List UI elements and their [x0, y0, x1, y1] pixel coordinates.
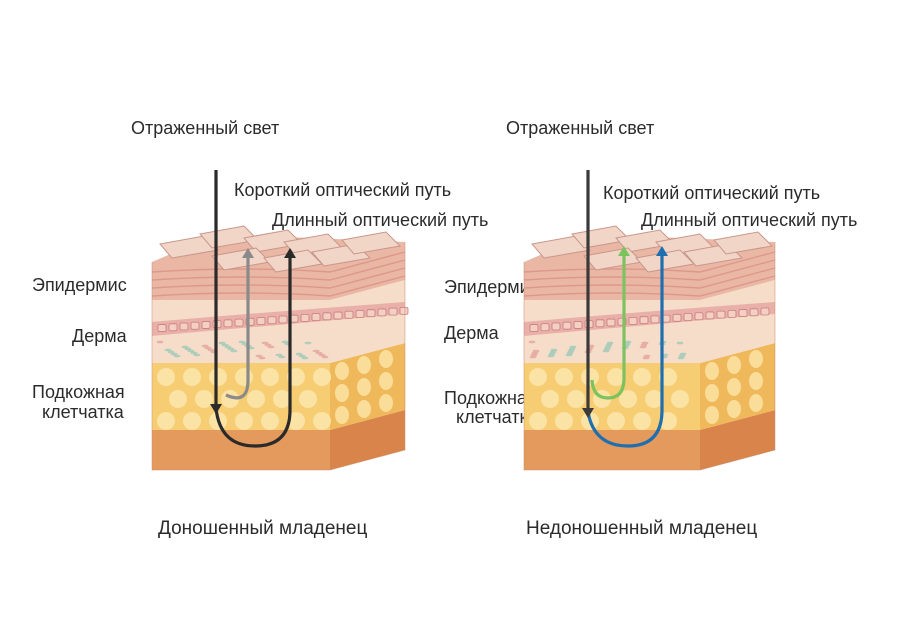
subcutis-label-line1: Подкожная — [32, 382, 125, 402]
long-optical-path-label: Длинный оптический путь — [641, 210, 858, 230]
skin-block — [151, 225, 409, 471]
subcutis-label-line2: клетчатка — [42, 402, 124, 422]
short-path-arrowhead — [618, 246, 630, 256]
short-path-arrowhead — [242, 248, 254, 258]
light-arrows — [582, 170, 668, 448]
long-path-arrowhead — [284, 248, 296, 258]
long-path-arrowhead — [656, 246, 668, 256]
long-optical-path-label: Длинный оптический путь — [272, 210, 489, 230]
incident-arrowhead — [210, 404, 222, 414]
panel-caption: Доношенный младенец — [158, 518, 368, 539]
epidermis-label: Эпидермис — [444, 277, 539, 297]
epidermis-label: Эпидермис — [32, 275, 127, 295]
incident-arrowhead — [582, 408, 594, 418]
skin-block-diagram — [151, 170, 409, 471]
reflected-light-label: Отраженный свет — [131, 118, 280, 138]
short-optical-path-label: Короткий оптический путь — [603, 183, 821, 203]
long-path-arrow — [586, 253, 664, 448]
short-optical-path-label: Короткий оптический путь — [234, 180, 452, 200]
light-arrows — [210, 170, 296, 448]
reflected-light-label: Отраженный свет — [506, 118, 655, 138]
dermis-label: Дерма — [444, 323, 499, 343]
skin-block-diagram — [523, 170, 776, 471]
short-path-arrow — [590, 253, 626, 400]
short-path-arrow — [225, 255, 250, 400]
long-path-arrow — [214, 255, 292, 448]
skin-block — [523, 225, 776, 471]
dermis-label: Дерма — [72, 326, 127, 346]
subcutis-label-line1: Подкожная — [444, 388, 537, 408]
term-infant-panel: Отраженный свет Короткий оптический путь… — [0, 0, 488, 641]
preterm-infant-panel: Отраженный свет Короткий оптический путь… — [372, 0, 857, 641]
subcutis-label-line2: клетчатка — [456, 407, 538, 427]
panel-caption: Недоношенный младенец — [526, 518, 758, 539]
